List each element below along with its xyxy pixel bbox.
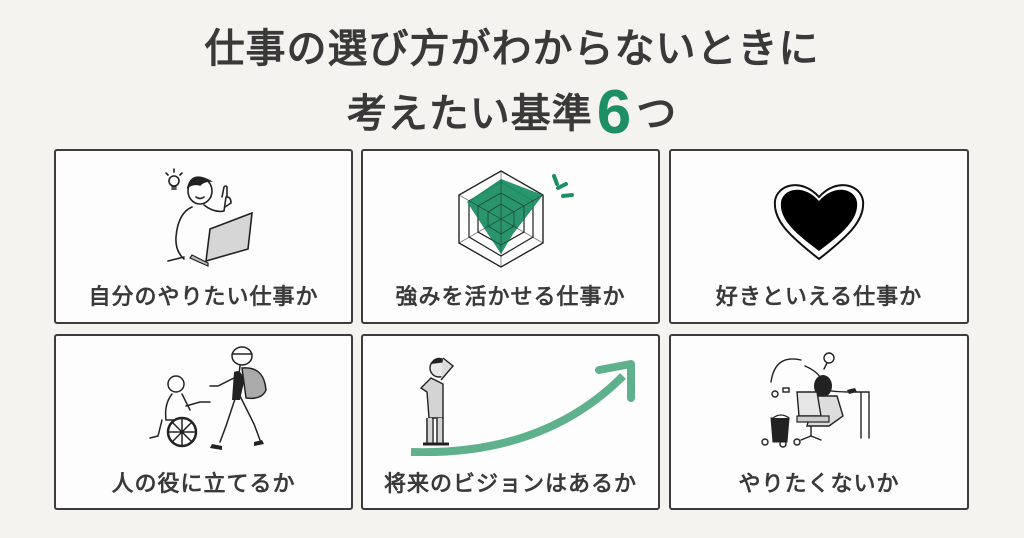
title-number: 6 bbox=[596, 78, 633, 147]
heart-icon bbox=[773, 184, 865, 261]
criterion-card-likes: 好きといえる仕事か bbox=[669, 149, 969, 324]
title-suffix: つ bbox=[636, 91, 678, 137]
radar-chart-icon bbox=[458, 170, 574, 268]
person-at-laptop-idea-icon bbox=[165, 168, 253, 267]
card-label: 将来のビジョンはあるか bbox=[383, 472, 637, 497]
criterion-card-not-want: やりたくないか bbox=[669, 334, 969, 510]
person-looking-at-rising-arrow-icon bbox=[410, 357, 635, 456]
page-title-line-1: 仕事の選び方がわからないときに bbox=[204, 26, 820, 72]
card-label: 自分のやりたい仕事か bbox=[88, 285, 319, 310]
card-label: やりたくないか bbox=[738, 472, 900, 497]
criterion-card-helpful: 人の役に立てるか bbox=[54, 334, 353, 510]
card-label: 人の役に立てるか bbox=[111, 472, 296, 497]
criterion-card-own-wish: 自分のやりたい仕事か bbox=[54, 149, 353, 324]
card-label: 好きといえる仕事か bbox=[715, 285, 923, 310]
criterion-card-strengths: 強みを活かせる仕事か bbox=[361, 149, 660, 324]
person-throwing-paper-trash-icon bbox=[761, 352, 870, 448]
person-pushing-wheelchair-icon bbox=[149, 346, 267, 450]
criterion-card-future-vision: 将来のビジョンはあるか bbox=[361, 334, 660, 510]
card-label: 強みを活かせる仕事か bbox=[395, 285, 626, 310]
title-prefix: 考えたい基準 bbox=[346, 91, 593, 137]
